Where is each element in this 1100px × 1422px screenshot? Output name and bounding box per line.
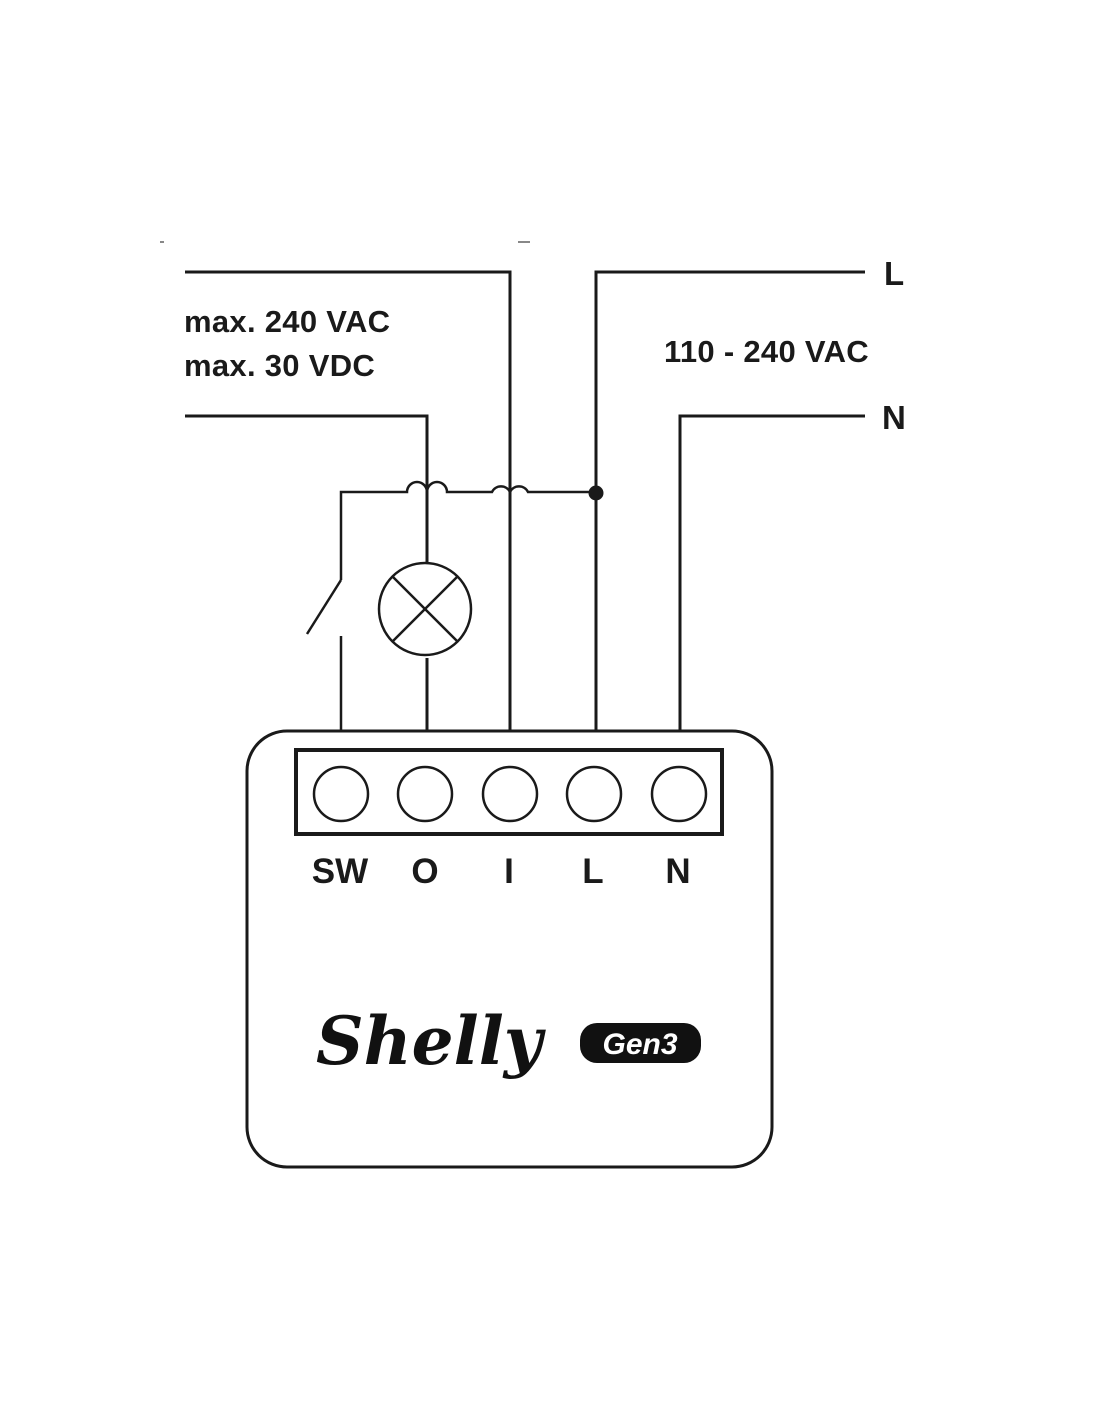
switch-contact bbox=[305, 579, 343, 635]
terminal-i-screw bbox=[481, 765, 539, 823]
spec-label-dc: max. 30 VDC bbox=[184, 348, 375, 383]
wire-neutral-n bbox=[678, 414, 865, 730]
brand-wordmark: Shelly bbox=[316, 1002, 547, 1080]
terminal-n-screw bbox=[650, 765, 708, 823]
terminal-label-i: I bbox=[504, 852, 514, 891]
spec-label-ac: max. 240 VAC bbox=[184, 304, 390, 339]
terminal-o-screw bbox=[396, 765, 454, 823]
wire-switch-feed bbox=[339, 480, 596, 580]
terminal-label-o: O bbox=[411, 852, 438, 891]
terminal-label-l: L bbox=[582, 852, 603, 891]
live-line-label: L bbox=[884, 255, 904, 292]
junction-dot bbox=[588, 485, 604, 501]
shelly-logo: Shelly Gen3 bbox=[316, 1002, 701, 1080]
terminal-sw-screw bbox=[312, 765, 370, 823]
terminal-label-sw: SW bbox=[312, 852, 368, 891]
gen3-badge bbox=[580, 1023, 701, 1063]
gen3-badge-label: Gen3 bbox=[602, 1028, 677, 1061]
wire-input-i bbox=[185, 270, 512, 730]
lamp-icon bbox=[377, 561, 473, 657]
supply-voltage-label: 110 - 240 VAC bbox=[664, 334, 869, 369]
wire-load-top bbox=[185, 414, 429, 562]
wire-live-l bbox=[594, 270, 865, 730]
terminal-label-n: N bbox=[665, 852, 690, 891]
terminal-l-screw bbox=[565, 765, 623, 823]
neutral-line-label: N bbox=[882, 399, 906, 436]
